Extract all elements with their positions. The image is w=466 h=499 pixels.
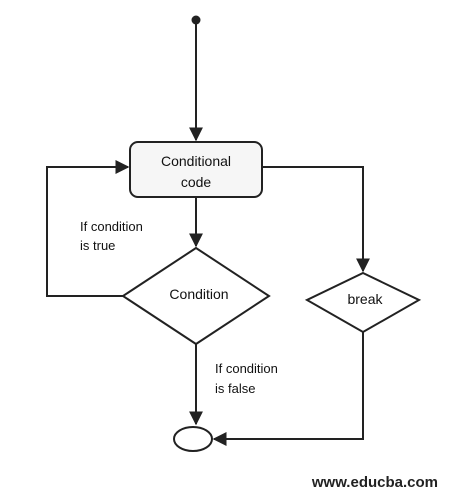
conditional-code-label-line2: code xyxy=(181,174,212,190)
condition-label: Condition xyxy=(169,286,228,302)
if-true-label-line2: is true xyxy=(80,238,115,253)
if-false-label-line1: If condition xyxy=(215,361,278,376)
edge-break-to-end xyxy=(212,332,364,446)
watermark-text: www.educba.com xyxy=(311,474,438,491)
conditional-code-label-line1: Conditional xyxy=(161,153,231,169)
if-true-label-line1: If condition xyxy=(80,219,143,234)
if-false-label-line2: is false xyxy=(215,381,255,396)
end-oval xyxy=(173,426,213,452)
edge-true-loop-back xyxy=(46,160,130,297)
break-label: break xyxy=(347,291,383,307)
start-dot xyxy=(191,15,201,25)
edge-code-to-break xyxy=(262,166,370,273)
